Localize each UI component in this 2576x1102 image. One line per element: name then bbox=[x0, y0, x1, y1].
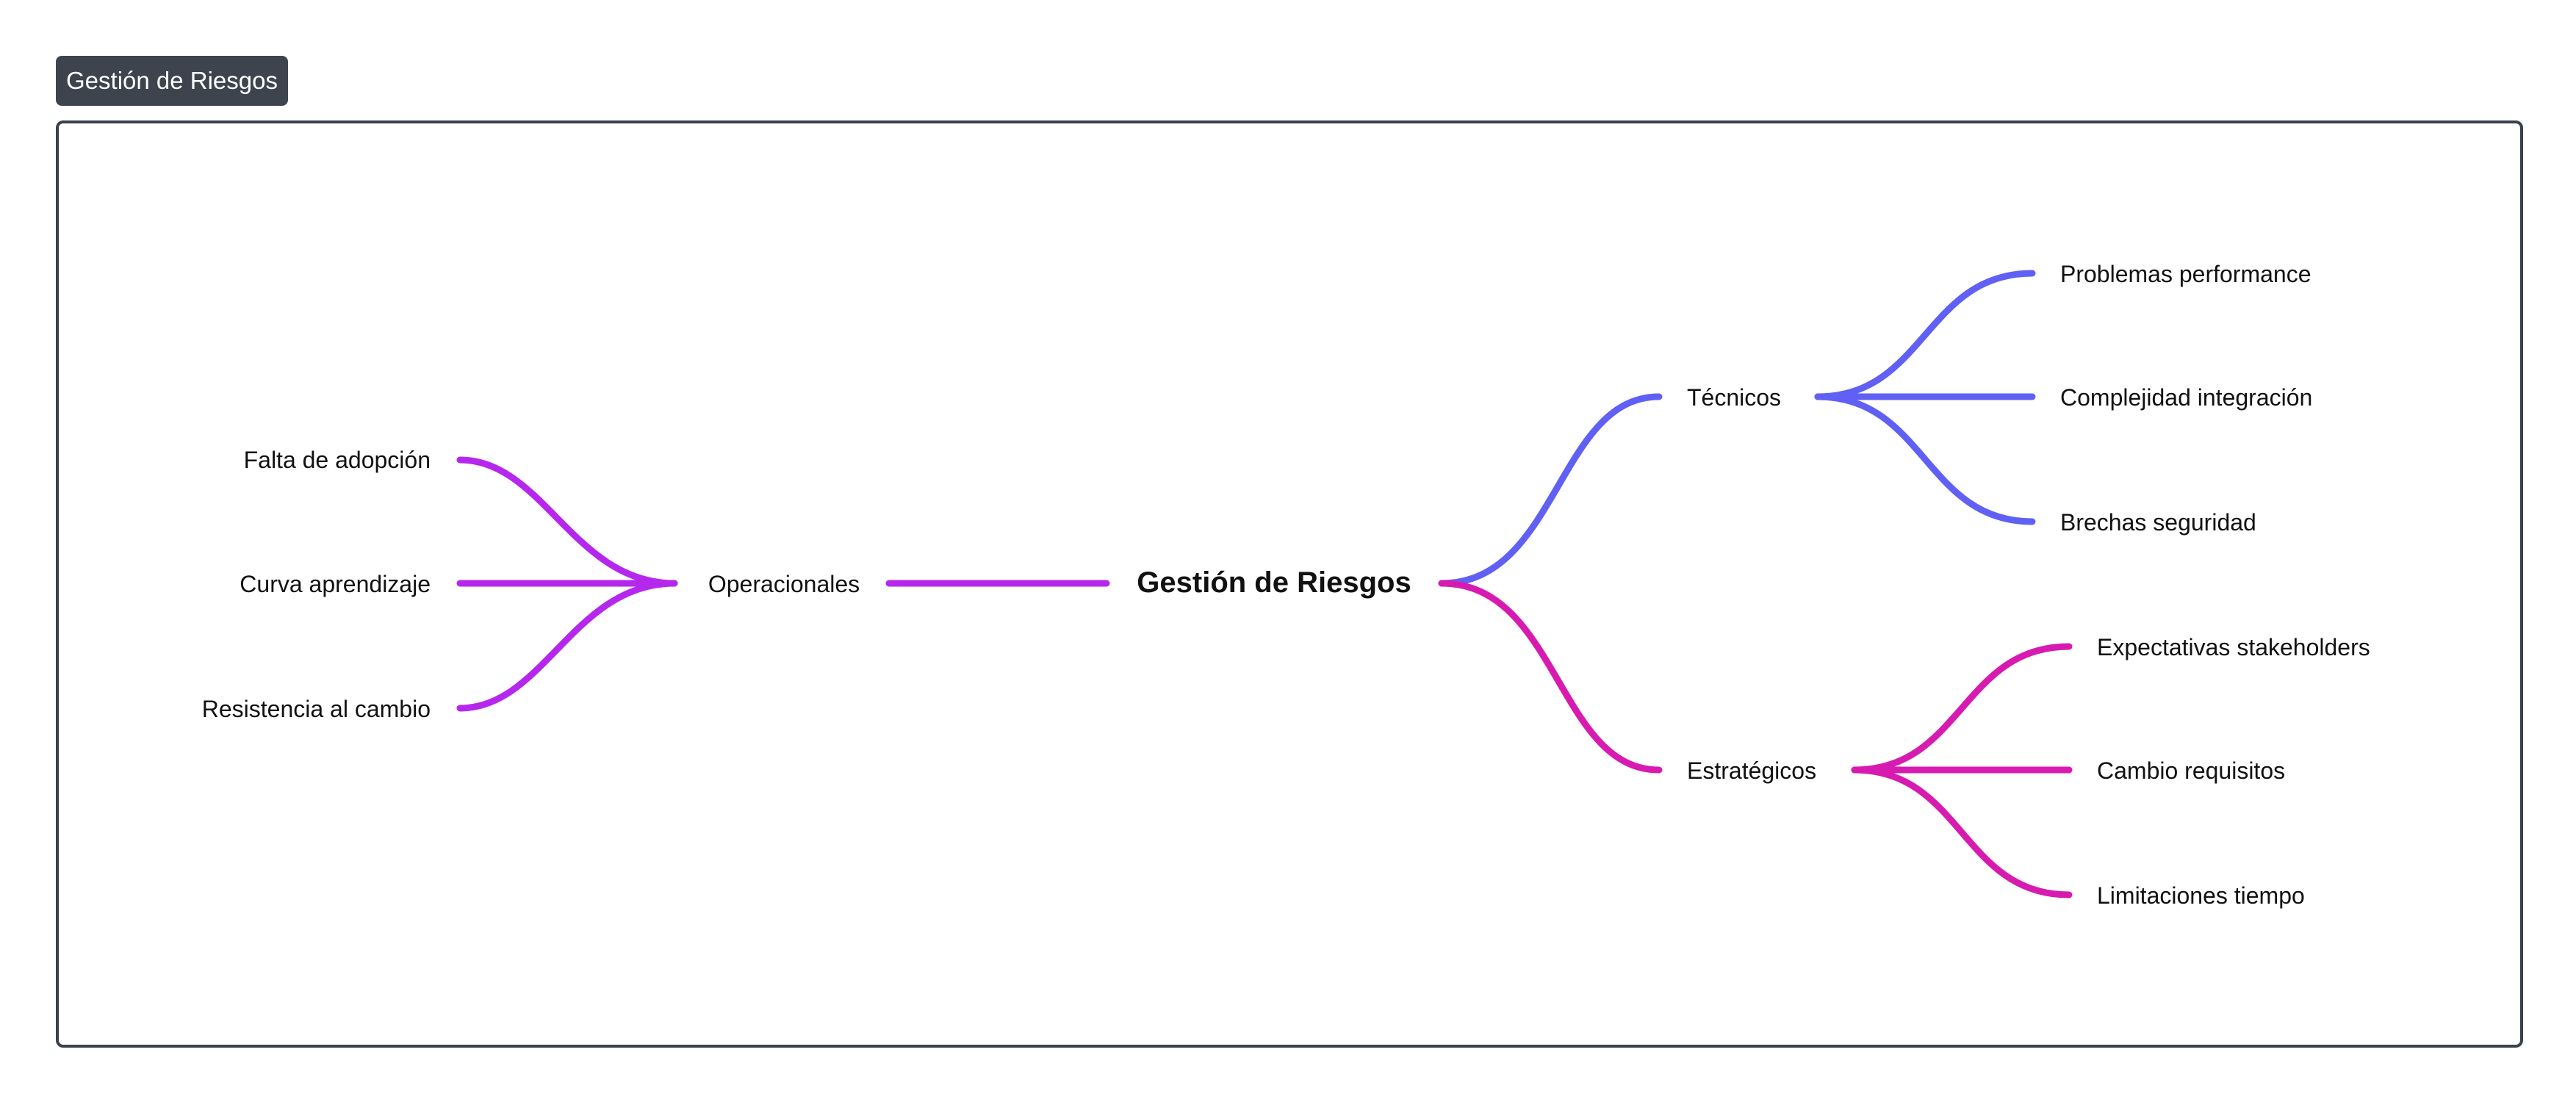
link-tecnicos-child-3 bbox=[1814, 393, 2036, 525]
link-operacionales-child-3 bbox=[456, 580, 678, 712]
branch-label-operacionales: Operacionales bbox=[708, 571, 860, 597]
leaf-label-expectativas-stakeholders: Expectativas stakeholders bbox=[2097, 634, 2370, 660]
leaf-label-limitaciones-tiempo: Limitaciones tiempo bbox=[2097, 882, 2305, 909]
link-root-estrategicos bbox=[1438, 580, 1663, 774]
leaf-label-resistencia-al-cambio: Resistencia al cambio bbox=[202, 696, 431, 722]
leaf-label-problemas-performance: Problemas performance bbox=[2060, 261, 2311, 287]
branch-label-estrategicos: Estratégicos bbox=[1687, 757, 1816, 784]
leaf-label-cambio-requisitos: Cambio requisitos bbox=[2097, 757, 2285, 784]
title-badge: Gestión de Riesgos bbox=[56, 56, 288, 106]
root-node-label: Gestión de Riesgos bbox=[1137, 566, 1411, 599]
branch-label-tecnicos: Técnicos bbox=[1687, 384, 1781, 411]
link-operacionales-child-1 bbox=[456, 456, 678, 587]
leaf-label-falta-de-adopcion: Falta de adopción bbox=[244, 447, 431, 473]
link-estrategicos-child-3 bbox=[1851, 766, 2073, 898]
leaf-label-complejidad-integracion: Complejidad integración bbox=[2060, 384, 2312, 411]
leaf-label-brechas-seguridad: Brechas seguridad bbox=[2060, 509, 2256, 536]
leaf-label-curva-aprendizaje: Curva aprendizaje bbox=[240, 571, 431, 597]
link-estrategicos-child-1 bbox=[1851, 643, 2073, 774]
link-root-tecnicos bbox=[1438, 393, 1663, 587]
diagram-frame bbox=[56, 120, 2523, 1048]
link-tecnicos-child-1 bbox=[1814, 270, 2036, 400]
